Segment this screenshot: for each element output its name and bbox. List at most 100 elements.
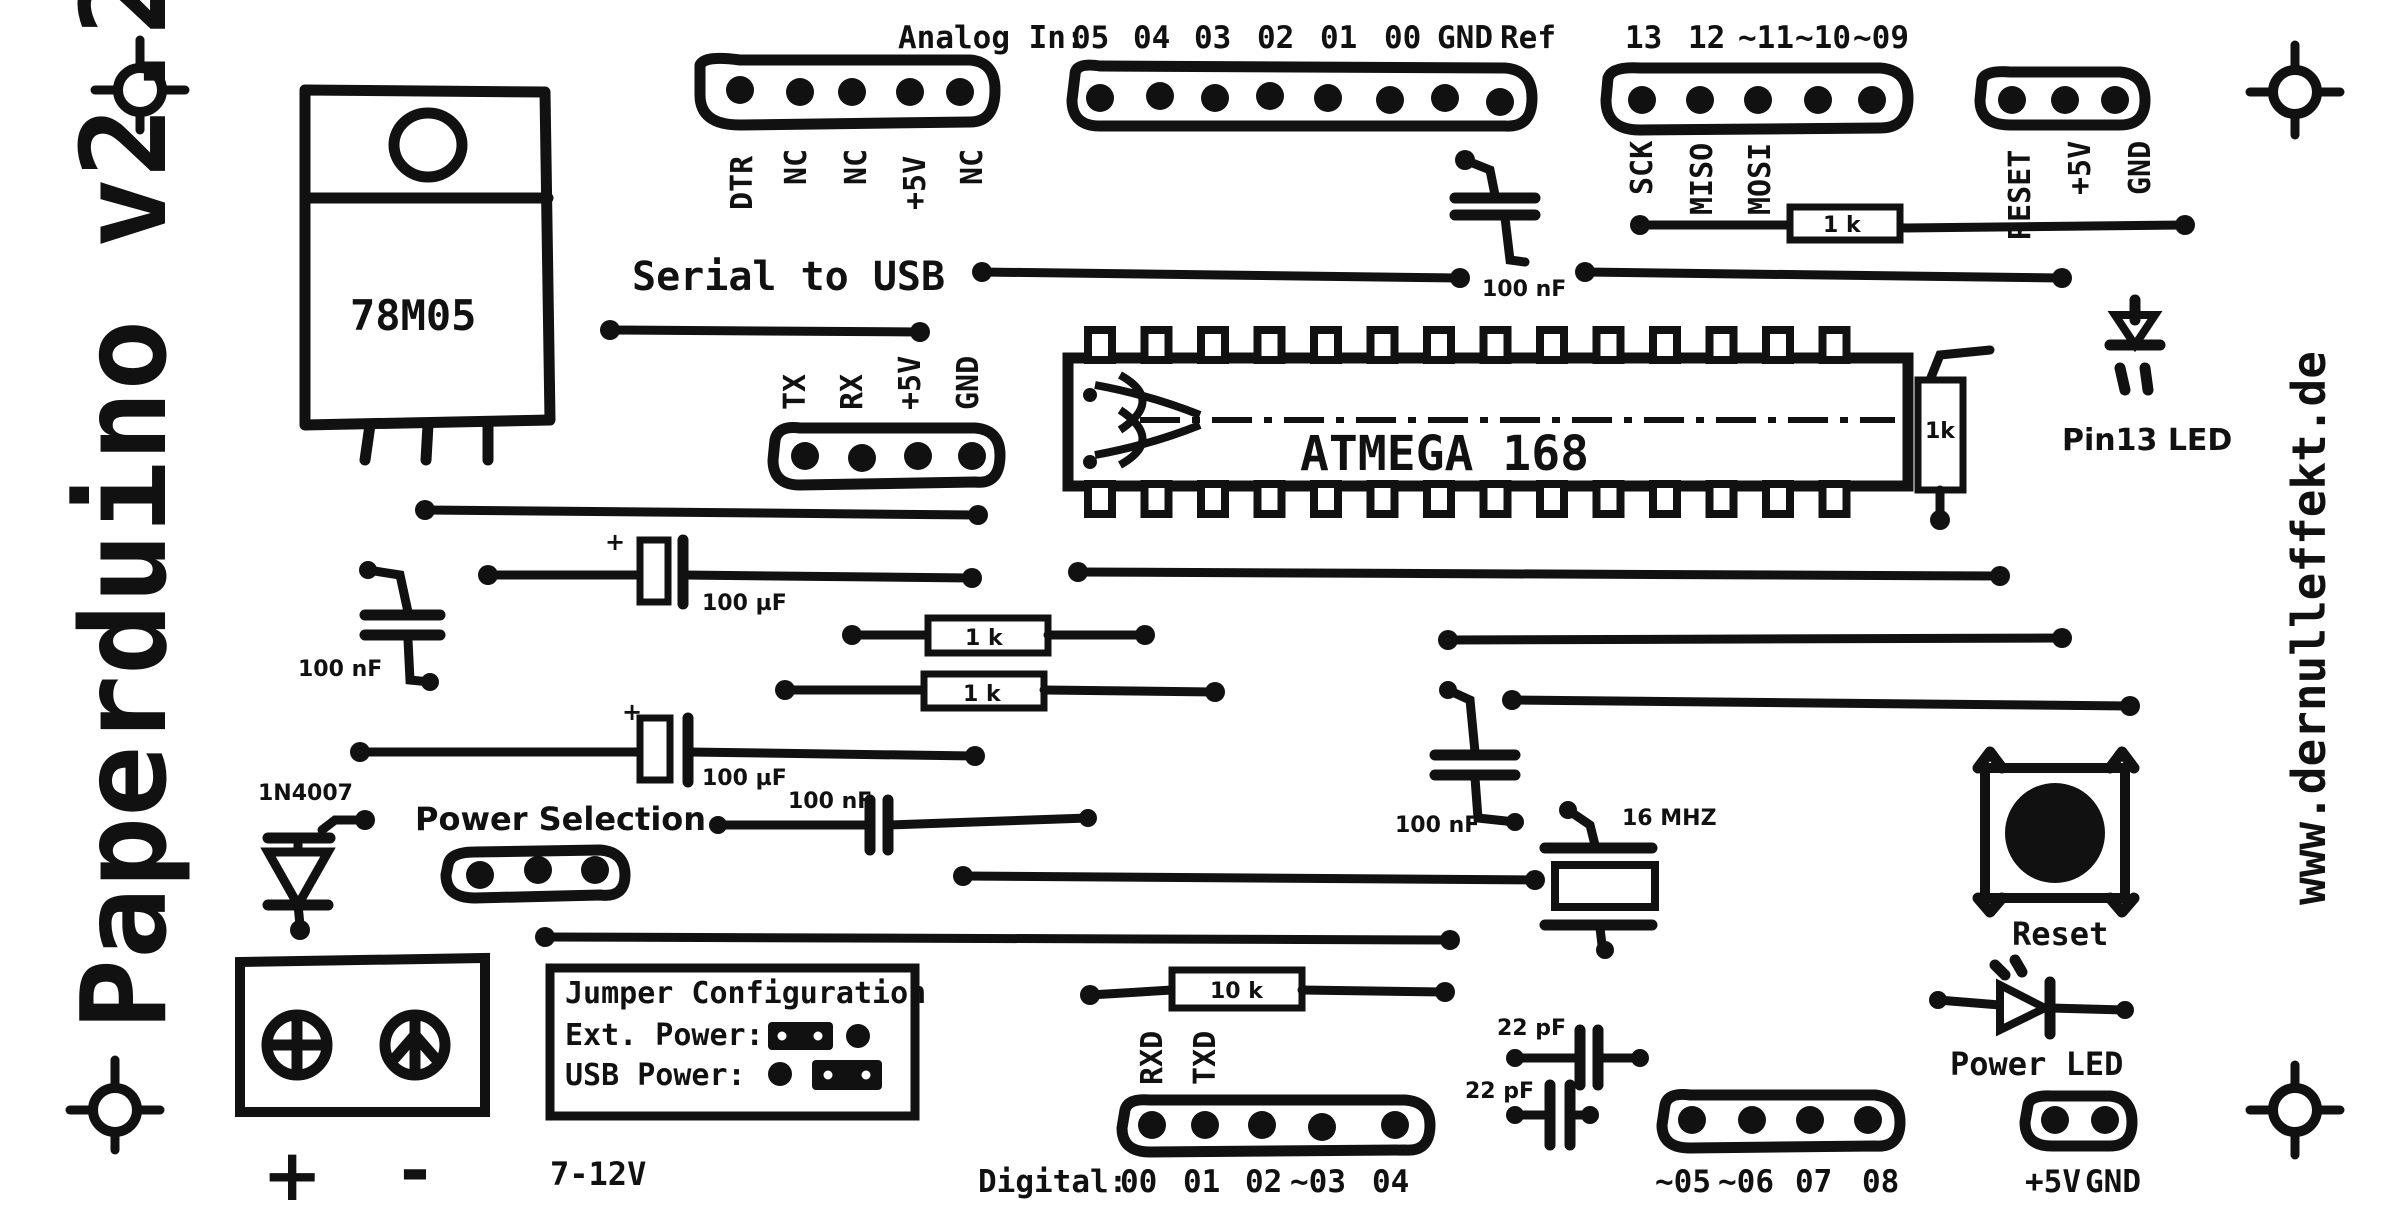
capacitor-100nf-top [1449, 150, 1541, 267]
capacitor-100nf-crystal-label: 100 nF [1395, 813, 1479, 838]
corner-mark-bottom-right [2245, 1060, 2345, 1160]
power-bottom-label-gnd: GND [2085, 1164, 2141, 1200]
corner-mark-bottom-left [65, 1055, 165, 1155]
capacitor-22pf-lower [1506, 1079, 1599, 1151]
chip-pins-top [1084, 326, 1851, 364]
regulator-label: 78M05 [350, 291, 476, 340]
ftdi-label-nc1: NC [779, 149, 814, 185]
diode-label: 1N4007 [258, 781, 353, 806]
chip-pin [1479, 480, 1512, 518]
voltage-regulator-78m05: 78M05 [299, 84, 556, 466]
chip-pin [1592, 326, 1625, 364]
jumper-config-usb: USB Power: [565, 1058, 746, 1093]
power-selection-label: Power Selection [415, 800, 706, 838]
power-header-top [1974, 66, 2151, 131]
digital-label-07: 07 [1795, 1164, 1832, 1200]
pin13-led-icon [2104, 294, 2166, 396]
analog-header [1066, 59, 1538, 132]
digital-label-05: ~05 [1655, 1164, 1711, 1200]
resistor-1k-top-label: 1 k [1823, 213, 1862, 238]
ftdi-label-dtr: DTR [725, 155, 760, 210]
resistor-1k-vertical-label: 1k [1925, 419, 1956, 444]
crystal-label: 16 MHZ [1622, 806, 1717, 831]
capacitor-100uf-lower-label: 100 µF [702, 766, 787, 791]
icsp-label-mosi: MOSI [1743, 143, 1778, 215]
chip-pin [1536, 480, 1568, 518]
digital-label-rxd: RXD [1135, 1031, 1170, 1085]
chip-pin [1649, 326, 1681, 364]
capacitor-100uf-lower [350, 712, 985, 788]
chip-pin [1366, 480, 1399, 518]
resistor-10k [1080, 966, 1455, 1012]
chip-pins-bottom [1084, 480, 1851, 518]
analog-label-03: 03 [1194, 20, 1231, 56]
power-selection-jumper[interactable] [440, 844, 631, 904]
digital-prefix-label: Digital: [978, 1164, 1127, 1200]
usb-power-jumper [768, 1060, 882, 1090]
chip-pin [1253, 480, 1286, 518]
analog-label-01: 01 [1320, 20, 1357, 56]
resistor-1k-top [1786, 203, 1904, 244]
jumper-config-ext: Ext. Power: [565, 1018, 764, 1053]
ftdi-label-5v: +5V [898, 156, 933, 210]
atmega-chip [1062, 352, 1914, 492]
power-top-label-5v: +5V [2063, 141, 2098, 195]
resistor-10k-label: 10 k [1210, 979, 1264, 1004]
chip-pin [1310, 326, 1342, 364]
icsp-label-sck: SCK [1625, 141, 1660, 195]
chip-pin [1197, 480, 1229, 518]
analog-label-04: 04 [1133, 20, 1170, 56]
power-header-bottom [2019, 1090, 2138, 1152]
resistor-1k-vertical [1914, 376, 1967, 525]
ftdi-header [694, 52, 1001, 131]
chip-pin [1140, 480, 1173, 518]
digital-label-txd: TXD [1188, 1031, 1223, 1085]
chip-pin [1084, 326, 1116, 364]
chip-pin [1197, 326, 1229, 364]
capacitor-100nf-top-label: 100 nF [1482, 277, 1566, 302]
serial-header [767, 422, 1006, 491]
chip-pin [1310, 480, 1342, 518]
power-jack-minus: - [400, 1128, 430, 1210]
capacitor-100uf-lower-plus: + [622, 698, 642, 726]
digital-label-10: ~10 [1795, 20, 1851, 56]
icsp-labels: SCK MISO MOSI [1625, 141, 1778, 215]
power-bottom-labels: +5V GND [2025, 1164, 2141, 1200]
digital-label-06: ~06 [1718, 1164, 1774, 1200]
reset-button[interactable] [1972, 746, 2140, 918]
capacitor-100nf-crystal [1429, 681, 1524, 831]
power-led-icon [1929, 954, 2134, 1040]
chip-pin [1762, 326, 1794, 364]
chip-pin [1705, 326, 1738, 364]
power-jack [235, 952, 490, 1117]
digital-label-02: 02 [1245, 1164, 1282, 1200]
analog-label-gnd: GND [1437, 20, 1493, 56]
corner-mark-top-right [2245, 40, 2345, 140]
digital-label-13: 13 [1625, 20, 1662, 56]
serial-labels: TX RX +5V GND [778, 356, 986, 410]
digital-mid-header [1656, 1089, 1906, 1154]
serial-label-tx: TX [778, 374, 813, 410]
digital-label-08: 08 [1862, 1164, 1899, 1200]
resistor-1k-upper [842, 614, 1155, 657]
capacitor-100nf-middle [709, 794, 1097, 856]
serial-label-gnd: GND [951, 356, 986, 410]
capacitor-100nf-left [359, 561, 446, 691]
chip-pin [1818, 480, 1851, 518]
power-top-label-gnd: GND [2123, 141, 2158, 195]
chip-pin [1479, 326, 1512, 364]
diode-1n4007 [260, 810, 375, 940]
chip-pin [1084, 480, 1116, 518]
chip-pin [1649, 480, 1681, 518]
serial-label-5v: +5V [893, 356, 928, 410]
corner-mark-top-left [90, 35, 190, 135]
power-led-label: Power LED [1950, 1045, 2123, 1083]
capacitor-100nf-left-label: 100 nF [298, 657, 382, 682]
chip-pin [1423, 326, 1455, 364]
analog-label-00: 00 [1384, 20, 1421, 56]
icsp-label-miso: MISO [1685, 143, 1720, 215]
chip-pin [1366, 326, 1399, 364]
capacitor-22pf-upper [1506, 1024, 1649, 1091]
digital-low-header [1116, 1094, 1436, 1158]
resistor-1k-lower-label: 1 k [963, 682, 1002, 707]
